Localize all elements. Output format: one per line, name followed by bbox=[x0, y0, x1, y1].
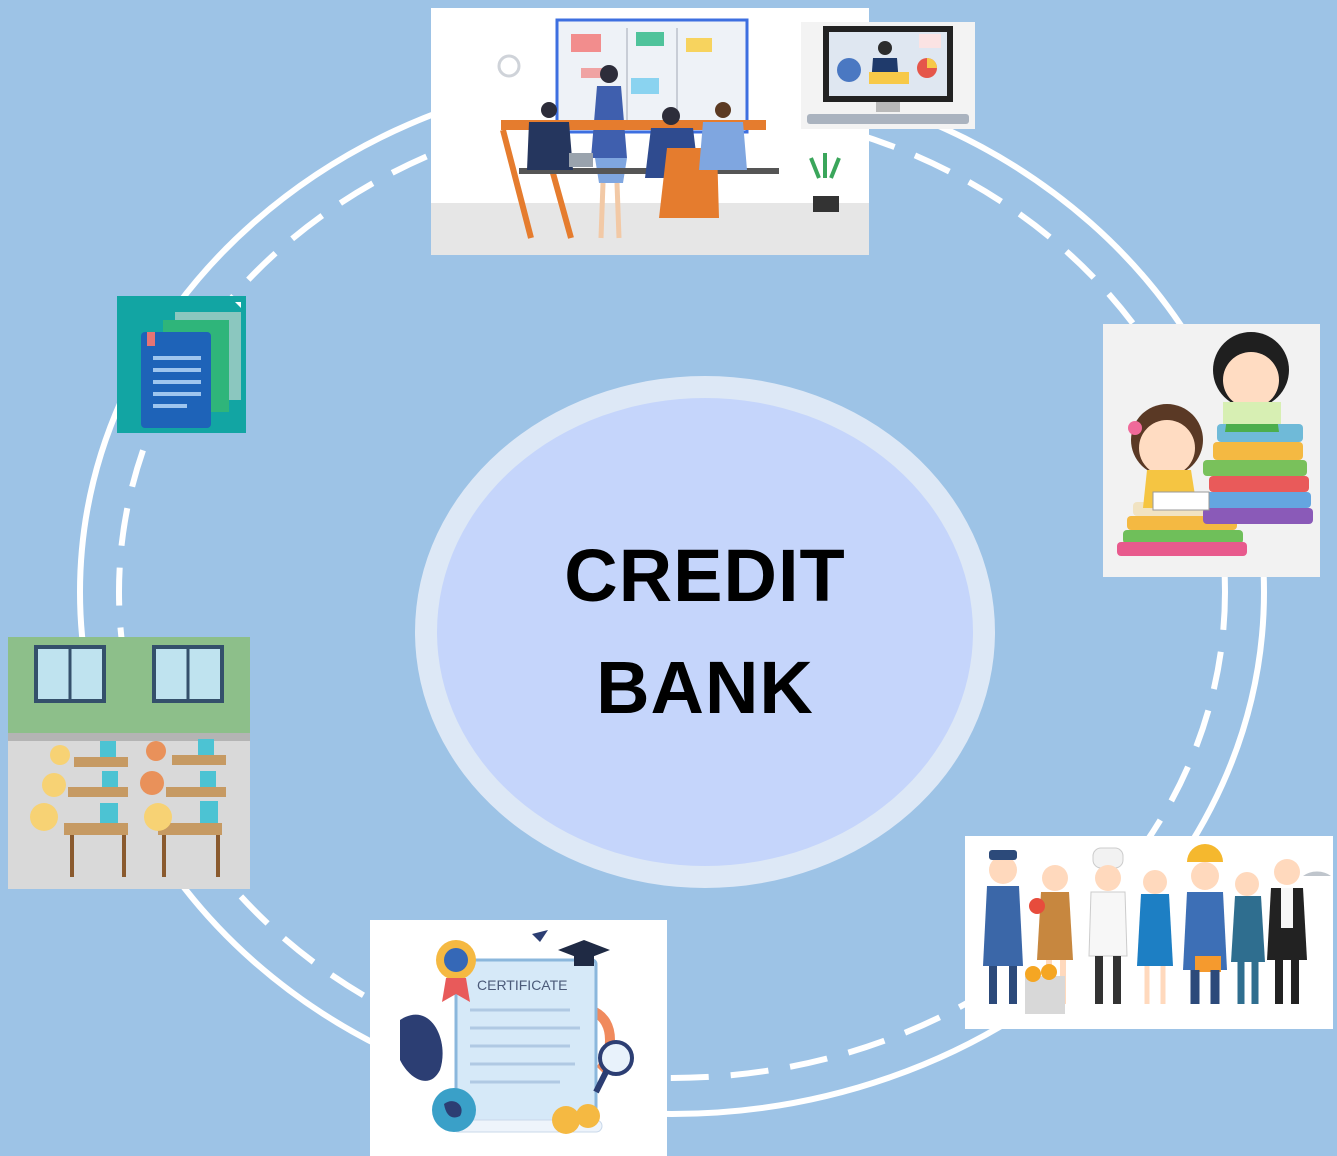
professions-group-illustration bbox=[965, 836, 1333, 1029]
certificate-illustration: CERTIFICATE bbox=[370, 920, 667, 1156]
video-conference-monitor-illustration bbox=[801, 22, 975, 129]
office-meeting-illustration bbox=[431, 8, 869, 255]
certificate-label: CERTIFICATE bbox=[477, 977, 568, 993]
title-line-credit: CREDIT bbox=[564, 534, 846, 617]
computer-classroom-illustration bbox=[8, 637, 250, 889]
documents-icon bbox=[117, 296, 246, 433]
dashed-ring bbox=[116, 103, 1228, 1081]
children-reading-books-illustration bbox=[1103, 324, 1320, 577]
center-title: CREDIT BANK bbox=[415, 376, 995, 888]
title-line-bank: BANK bbox=[596, 646, 814, 729]
